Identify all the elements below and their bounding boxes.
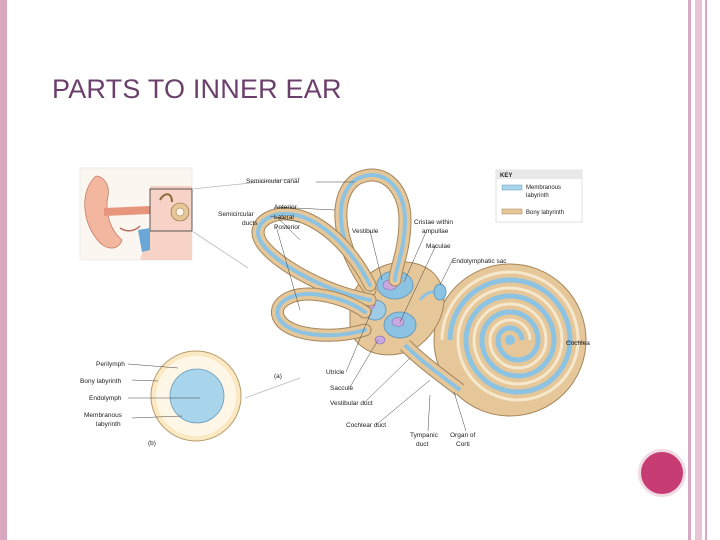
right-accent-bar-wide: [695, 0, 702, 540]
label-utricle: Utricle: [326, 369, 345, 376]
label-endolymphatic-sac: Endolymphatic sac: [452, 258, 507, 265]
legend-key: KEY Membranous labyrinth Bony labyrinth: [495, 169, 583, 223]
semicircular-canals: [251, 168, 412, 342]
label-posterior: Posterior: [274, 224, 301, 231]
left-accent-bar: [0, 0, 7, 540]
label-cristae-2: ampullae: [422, 228, 449, 235]
cross-section: [150, 350, 242, 442]
right-accent-bar: [688, 0, 691, 540]
label-endolymph: Endolymph: [89, 395, 122, 402]
endolymphatic-sac-shape: [433, 283, 447, 301]
zoom-line: [191, 230, 249, 269]
label-tympanic-duct: Tympanic: [410, 432, 439, 439]
label-membranous-2: labyrinth: [96, 421, 121, 428]
label-lateral: Lateral: [274, 214, 294, 221]
label-maculae: Maculae: [426, 243, 451, 250]
membranous-labyrinth-circle: [169, 368, 225, 424]
slide-title: PARTS TO INNER EAR: [52, 74, 342, 104]
panel-a-labels: [269, 181, 586, 432]
legend-swatch-bony: [501, 208, 523, 215]
legend-heading: KEY: [500, 173, 512, 179]
label-vestibule: Vestibule: [352, 228, 379, 235]
zoom-box: [149, 188, 193, 232]
ear-canal: [104, 206, 150, 216]
label-semicircular-ducts: Semicircular: [218, 211, 255, 218]
panel-b-tag: (b): [148, 440, 156, 447]
cochlea: [433, 263, 587, 417]
panel-b-labels: [127, 363, 200, 419]
decorative-circle: [638, 449, 686, 497]
legend-label: labyrinth: [526, 193, 549, 199]
legend-label: Bony labyrinth: [526, 210, 564, 216]
outer-ear: [84, 175, 123, 249]
label-perilymph: Perilymph: [96, 361, 125, 368]
label-tympanic-duct-2: duct: [416, 441, 428, 448]
label-bony-labyrinth: Bony labyrinth: [80, 378, 122, 385]
label-semicircular-ducts-2: ducts: [242, 220, 258, 227]
legend-label: Membranous: [526, 185, 561, 191]
ear-inset: [79, 167, 193, 261]
panel-a-tag: (a): [274, 373, 282, 380]
label-anterior: Anterior: [274, 204, 298, 211]
label-cristae: Cristae within: [414, 219, 453, 226]
right-accent-bar-thin: [705, 0, 707, 540]
label-membranous: Membranous: [84, 412, 123, 419]
label-vestibular-duct: Vestibular duct: [330, 400, 373, 407]
zoom-line: [191, 177, 301, 190]
label-semicircular-canal: Semicircular canal: [246, 178, 300, 185]
label-saccule: Saccule: [330, 385, 354, 392]
label-cochlear-duct: Cochlear duct: [346, 422, 386, 429]
label-organ-of-corti: Organ of: [450, 432, 475, 439]
legend-swatch-membranous: [501, 184, 523, 191]
label-organ-of-corti-2: Corti: [456, 441, 470, 448]
label-cochlea: Cochlea: [566, 340, 590, 347]
eustachian-tube: [138, 228, 150, 252]
zoom-line: [244, 377, 301, 399]
